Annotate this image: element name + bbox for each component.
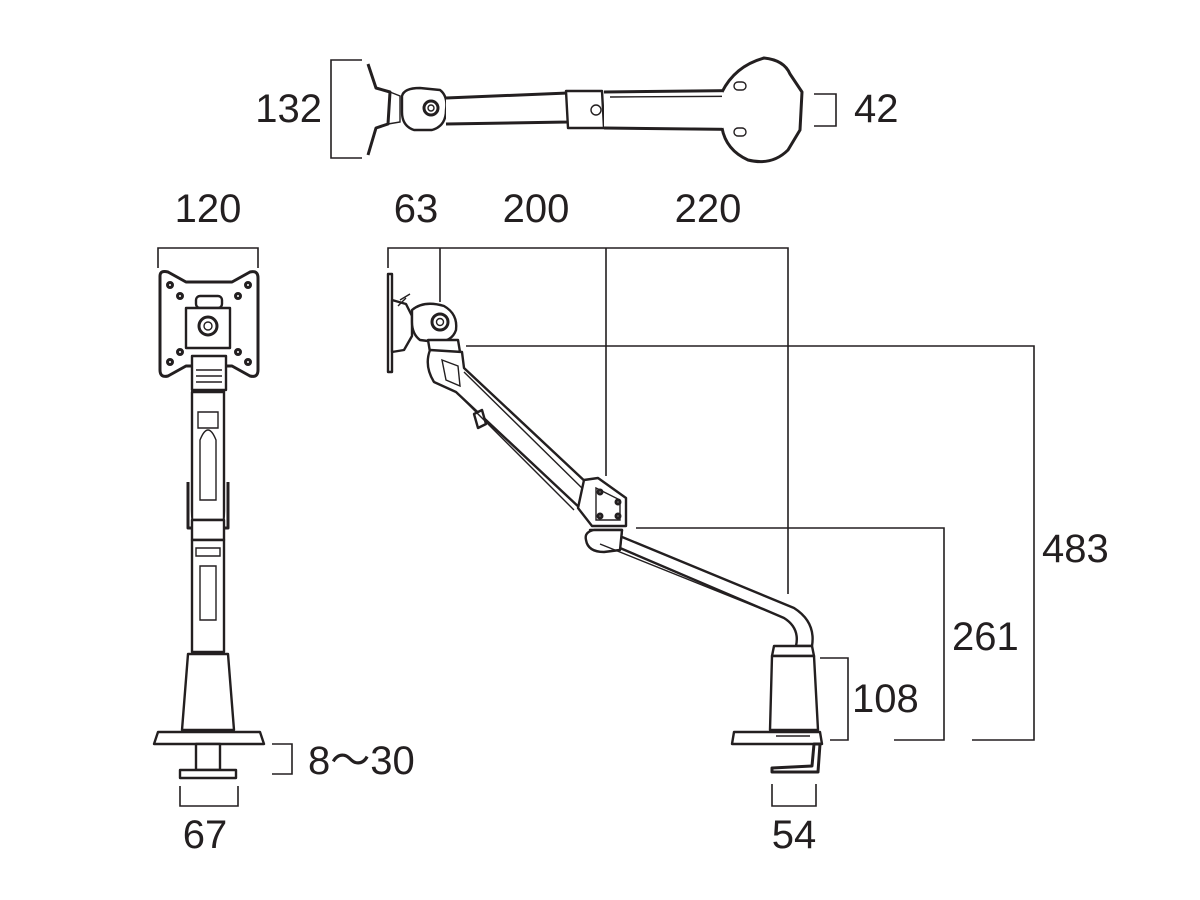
dim-bracket-54 [771,784,817,807]
dim-label-108: 108 [852,677,919,721]
dim-label-63: 63 [394,187,439,231]
dim-line-483 [466,345,1035,741]
side-view: 63 200 220 483 261 108 [386,187,1109,857]
front-base-plate [152,730,266,746]
dim-label-132: 132 [255,87,322,131]
dim-label-220: 220 [675,187,742,231]
dim-line-261 [636,527,945,741]
top-mid-joint [564,89,606,130]
dim-bracket-8-30 [272,743,293,775]
side-clamp [770,742,822,774]
dim-label-67: 67 [183,813,228,857]
front-lower-arm [190,538,226,654]
front-upper-arm [190,390,226,522]
top-base-plate [720,56,804,164]
side-upper-arm [426,348,592,512]
dim-line-108 [820,657,849,741]
dim-label-483: 483 [1042,527,1109,571]
dim-label-8-30: 8～30 [308,739,415,783]
dim-bracket-42 [814,93,837,127]
side-elbow-joint [576,476,628,528]
top-view: 132 42 [255,56,899,164]
dim-label-200: 200 [503,187,570,231]
dim-label-42: 42 [854,87,899,131]
dim-label-261: 261 [952,615,1019,659]
dim-bracket-67 [179,786,239,807]
top-upper-arm [445,91,570,126]
dim-label-120: 120 [175,187,242,231]
side-pole [770,644,816,658]
top-monitor-plate [366,63,392,156]
side-lower-arm [588,528,814,648]
dim-label-54: 54 [772,813,817,857]
front-neck [190,354,228,392]
front-pole [180,652,236,732]
front-view: 120 [152,187,415,857]
dim-lines-top [387,247,789,594]
dim-bracket-132 [330,59,362,159]
side-base-plate [730,730,824,746]
dim-bracket-120 [157,247,259,268]
